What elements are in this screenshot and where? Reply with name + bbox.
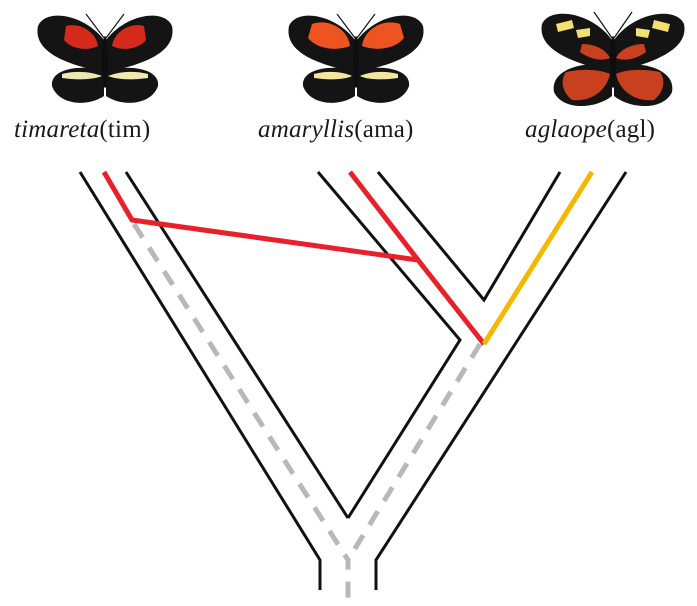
taxon-label-amaryllis: amaryllis(ama) [258,116,414,144]
butterfly-aglaope-image [542,12,685,106]
ancestral-lineage-clade-dashed [348,344,480,560]
butterfly-body [102,36,108,88]
amaryllis-lineage-red [350,172,418,260]
species-code: (tim) [99,116,150,143]
species-name: amaryllis [258,116,354,143]
butterfly-body [610,36,616,88]
introgression-path-red [104,172,484,344]
taxon-label-aglaope: aglaope(agl) [525,116,655,144]
butterfly-amaryllis-image [288,14,423,103]
taxon-label-timareta: timareta(tim) [14,116,150,144]
tree-outline-amaryllis-right [378,172,560,300]
species-code: (agl) [607,116,655,143]
tree-outline-timareta-left [80,172,320,590]
tree-outline-aglaope-right [376,172,626,590]
butterfly-timareta-image [37,14,172,103]
species-code: (ama) [354,116,413,143]
species-name: timareta [14,116,99,143]
ancestral-lineage-timareta-dashed [134,224,348,602]
species-name: aglaope [525,116,607,143]
aglaope-lineage-yellow [484,172,592,344]
butterfly-body [353,36,359,88]
